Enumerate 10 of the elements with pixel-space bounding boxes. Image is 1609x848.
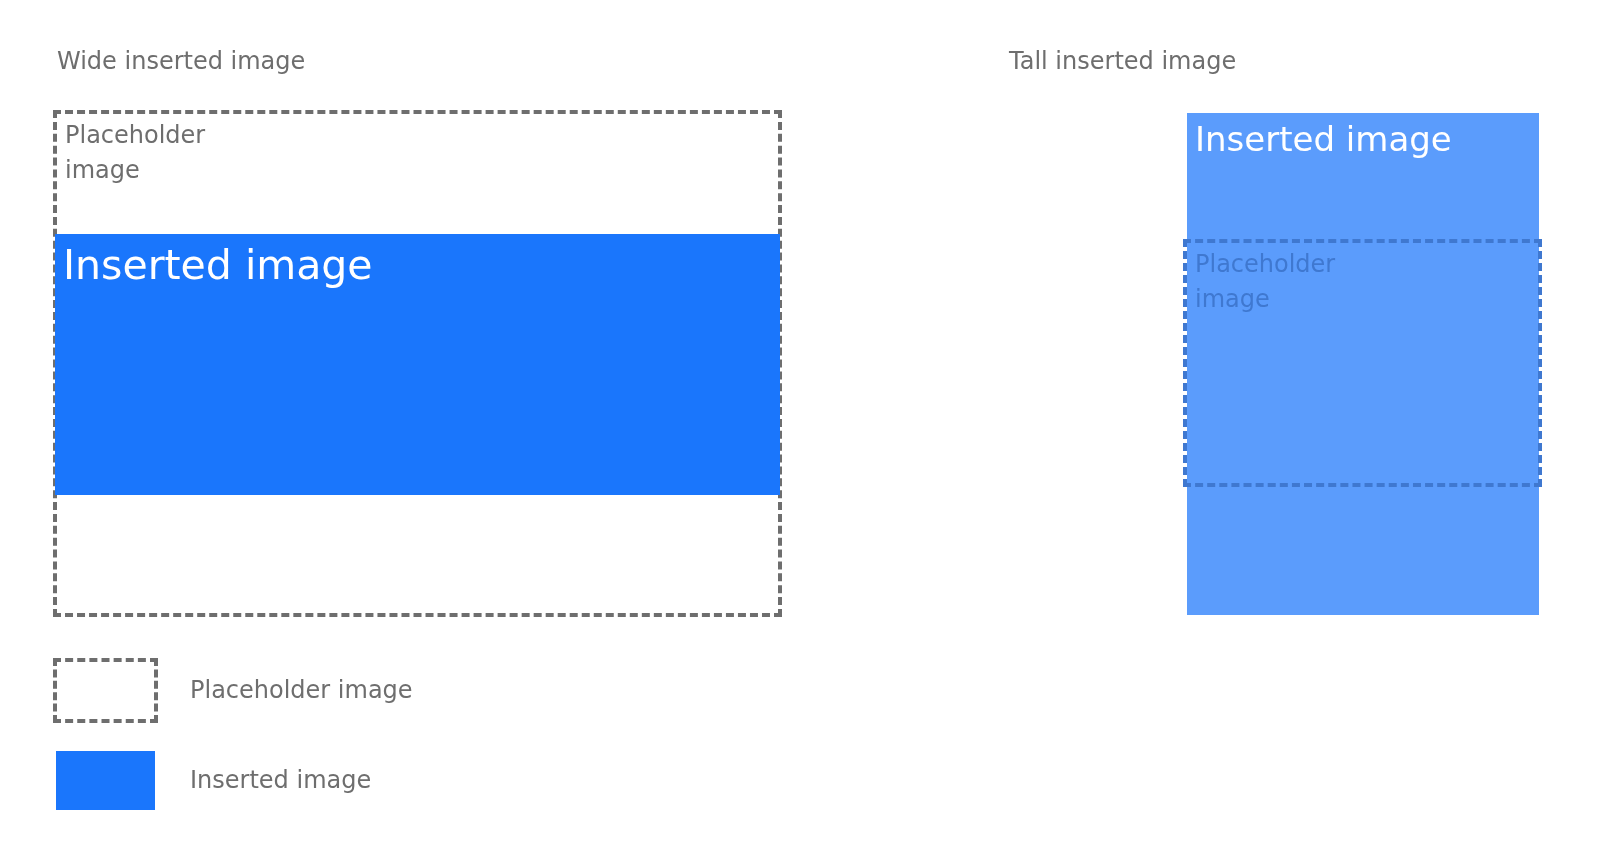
image-label: Inserted image (63, 240, 373, 291)
section-heading: Wide inserted image (57, 46, 306, 77)
image-block (55, 234, 780, 495)
placeholder-frame (53, 110, 782, 617)
legend-label: Inserted image (190, 765, 372, 796)
legend-label: Placeholder image (190, 675, 413, 706)
image-block (1187, 113, 1539, 615)
image-label: Placeholder image (65, 120, 207, 186)
image-label: Inserted image (1195, 118, 1452, 161)
section-heading: Tall inserted image (1009, 46, 1237, 77)
